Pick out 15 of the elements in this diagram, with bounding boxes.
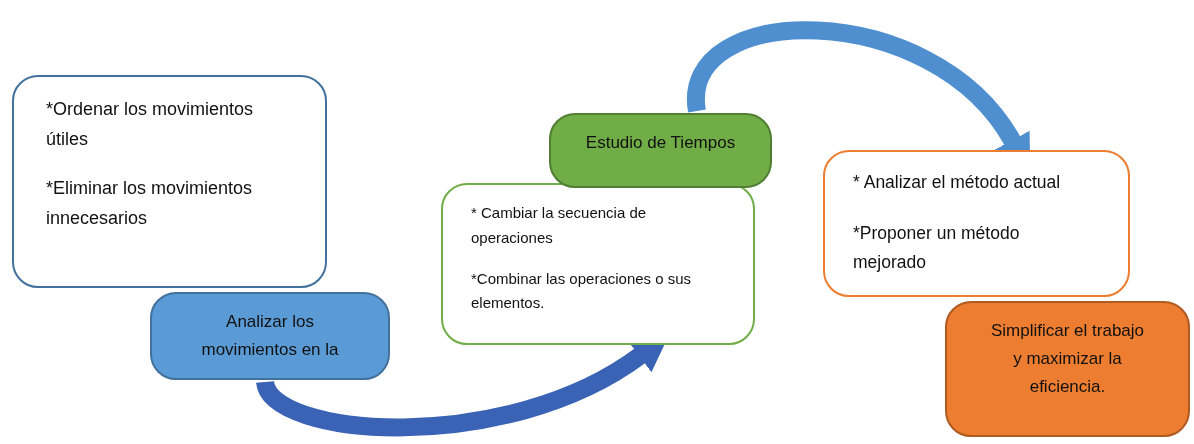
- process-box: [549, 113, 772, 188]
- box-text: * Cambiar la secuencia de operaciones: [471, 203, 648, 248]
- box-text: Analizar los movimientos en la: [200, 311, 340, 362]
- box-text: *Proponer un método mejorado: [853, 221, 1021, 274]
- note-box: [823, 150, 1130, 297]
- process-box: [150, 292, 390, 380]
- box-text: *Ordenar los movimientos útiles: [46, 98, 255, 151]
- box-text: Simplificar el trabajo y maximizar la eficiencia.: [989, 320, 1146, 399]
- box-text: Estudio de Tiempos: [584, 132, 737, 154]
- box-text: * Analizar el método actual: [853, 171, 1062, 194]
- process-box: [945, 301, 1190, 437]
- box-text: *Eliminar los movimientos innecesarios: [46, 177, 254, 231]
- note-box: [441, 183, 755, 345]
- box-text: *Combinar las operaciones o sus elementos.: [471, 268, 693, 314]
- note-box: [12, 75, 327, 288]
